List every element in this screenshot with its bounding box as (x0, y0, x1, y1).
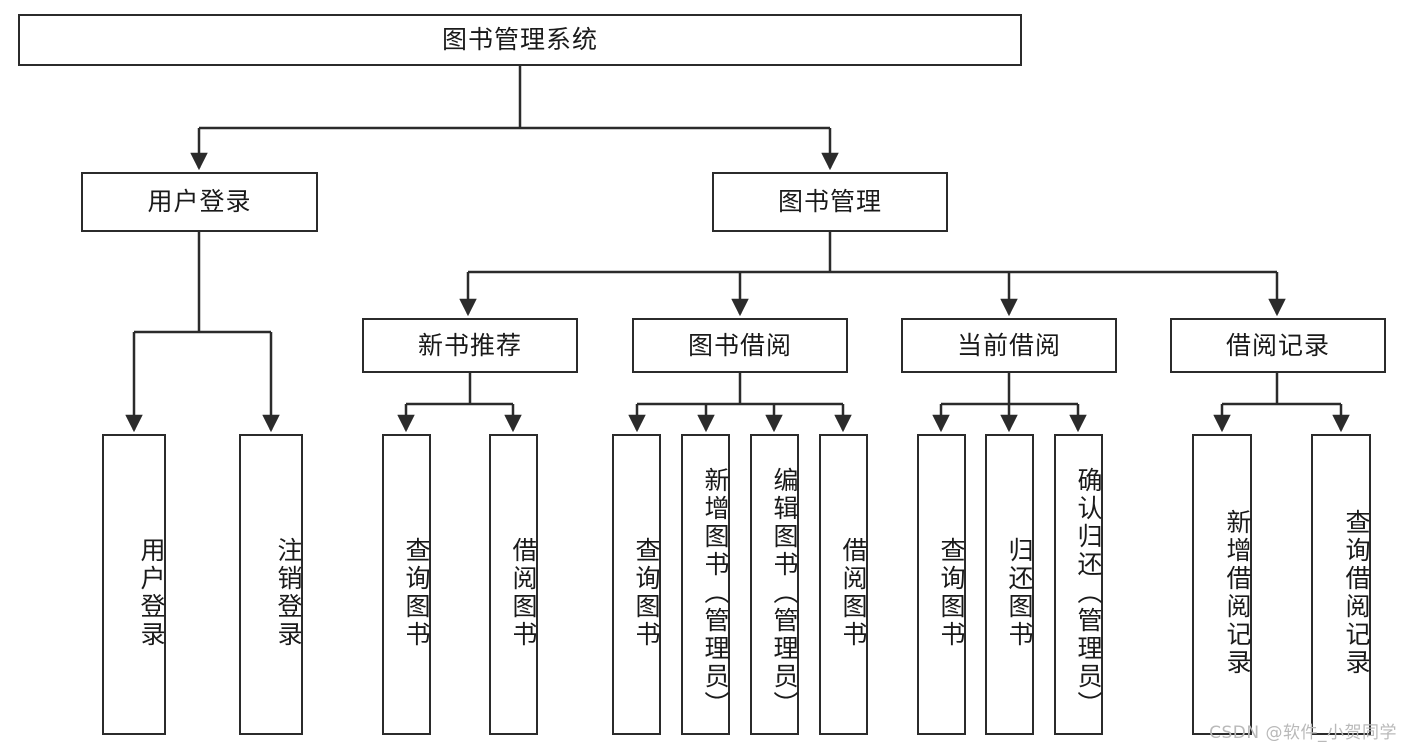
node-current-borrow[interactable]: 当前借阅 (901, 318, 1117, 373)
node-leaf-confirm-return[interactable]: 确认归还（管理员） (1054, 434, 1103, 735)
node-leaf-query-record[interactable]: 查询借阅记录 (1311, 434, 1371, 735)
node-book-borrow[interactable]: 图书借阅 (632, 318, 848, 373)
node-new-book-recommend-label: 新书推荐 (417, 330, 522, 360)
node-leaf-borrow-book-2[interactable]: 借阅图书 (819, 434, 868, 735)
node-leaf-query-record-label: 查询借阅记录 (1342, 508, 1371, 677)
node-root-label: 图书管理系统 (441, 25, 598, 55)
node-new-book-recommend[interactable]: 新书推荐 (362, 318, 578, 373)
node-leaf-add-record[interactable]: 新增借阅记录 (1192, 434, 1252, 735)
node-user-login[interactable]: 用户登录 (81, 172, 318, 232)
node-leaf-borrow-book-2-label: 借阅图书 (839, 536, 868, 649)
node-borrow-record[interactable]: 借阅记录 (1170, 318, 1386, 373)
node-leaf-query-book-3[interactable]: 查询图书 (917, 434, 966, 735)
node-leaf-edit-book[interactable]: 编辑图书（管理员） (750, 434, 799, 735)
node-leaf-add-book-label: 新增图书（管理员） (701, 466, 730, 719)
node-leaf-borrow-book-1-label: 借阅图书 (509, 536, 538, 649)
node-leaf-return-book-label: 归还图书 (1005, 536, 1034, 649)
node-leaf-query-book-2-label: 查询图书 (632, 536, 661, 649)
node-leaf-user-login-label: 用户登录 (137, 536, 166, 649)
node-borrow-record-label: 借阅记录 (1225, 330, 1330, 360)
node-leaf-user-login[interactable]: 用户登录 (102, 434, 166, 735)
node-leaf-query-book-3-label: 查询图书 (937, 536, 966, 649)
node-leaf-user-logout[interactable]: 注销登录 (239, 434, 303, 735)
node-leaf-confirm-return-label: 确认归还（管理员） (1074, 466, 1103, 719)
node-book-borrow-label: 图书借阅 (687, 330, 792, 360)
node-leaf-add-record-label: 新增借阅记录 (1223, 508, 1252, 677)
node-current-borrow-label: 当前借阅 (956, 330, 1061, 360)
node-leaf-query-book-2[interactable]: 查询图书 (612, 434, 661, 735)
node-leaf-return-book[interactable]: 归还图书 (985, 434, 1034, 735)
node-book-manage[interactable]: 图书管理 (712, 172, 948, 232)
node-leaf-user-logout-label: 注销登录 (274, 536, 303, 649)
node-leaf-edit-book-label: 编辑图书（管理员） (770, 466, 799, 719)
node-user-login-label: 用户登录 (147, 187, 252, 217)
node-leaf-query-book-1[interactable]: 查询图书 (382, 434, 431, 735)
node-leaf-add-book[interactable]: 新增图书（管理员） (681, 434, 730, 735)
node-leaf-query-book-1-label: 查询图书 (402, 536, 431, 649)
node-leaf-borrow-book-1[interactable]: 借阅图书 (489, 434, 538, 735)
node-root[interactable]: 图书管理系统 (18, 14, 1022, 66)
node-book-manage-label: 图书管理 (777, 187, 882, 217)
